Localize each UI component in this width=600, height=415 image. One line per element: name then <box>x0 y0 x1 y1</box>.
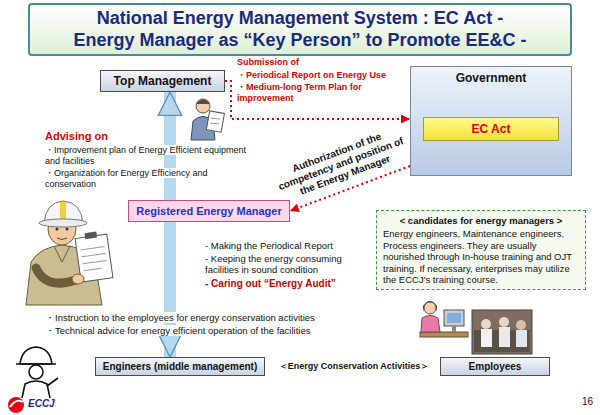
manager-figure <box>196 99 210 113</box>
worker-figure <box>81 247 105 250</box>
process-box: Engineers (middle management) <box>95 357 265 376</box>
worker-icon <box>47 378 58 386</box>
text-group: Submission of ・Periodical Report on Energ… <box>237 57 402 105</box>
office-worker <box>447 313 461 323</box>
manager-figure <box>211 118 220 119</box>
manager-figure <box>191 99 224 140</box>
text-row: ・Organization for Energy Efficiency and … <box>45 168 260 189</box>
note-box: < candidates for energy managers > Energy… <box>376 210 586 290</box>
text-row: Advising on <box>45 130 260 143</box>
workshop-photo <box>481 319 491 329</box>
manager-box: Registered Energy Manager <box>128 200 290 222</box>
text-group: ・Instruction to the employees for energy… <box>45 312 395 338</box>
annotation-text: ・Technical advice for energy efficient o… <box>45 325 310 336</box>
worker-figure <box>66 228 69 231</box>
manager-figure <box>210 123 219 124</box>
edge-label: Submission of <box>237 57 299 67</box>
text-row: ・Technical advice for energy efficient o… <box>45 325 395 336</box>
office-worker <box>421 316 440 333</box>
worker-figure <box>36 268 76 283</box>
worker-figure <box>57 238 67 240</box>
worker-figure <box>82 253 106 256</box>
workshop-photo <box>499 327 510 347</box>
box-heading: EC Act <box>428 122 554 136</box>
process-box: Top Management <box>100 70 225 92</box>
workshop-photo <box>481 329 492 347</box>
process-box: Employees <box>440 357 550 376</box>
box-heading: Registered Energy Manager <box>132 205 286 217</box>
box-heading: < candidates for energy managers > <box>383 215 579 226</box>
office-worker <box>424 302 436 314</box>
manager-figure <box>196 100 210 105</box>
worker-figure <box>26 201 113 305</box>
box-body: Energy engineers, Maintenance engineers,… <box>383 228 579 285</box>
worker-icon <box>20 347 52 364</box>
government-box: Government EC Act <box>410 66 572 176</box>
text-row: - Keeping the energy consuming facilitie… <box>205 253 375 275</box>
manager-figure <box>206 111 224 132</box>
text-group: Advising on ・Improvement plan of Energy E… <box>45 130 260 191</box>
worker-figure <box>83 260 107 263</box>
text-row: 16 <box>555 396 593 408</box>
text-row: ECCJ <box>28 398 88 410</box>
box-heading: Engineers (middle management) <box>100 361 260 372</box>
office-worker <box>420 332 468 337</box>
text-row: - Caring out “Energy Audit” <box>205 278 375 290</box>
eccj-logo <box>8 397 24 413</box>
office-worker <box>444 310 464 326</box>
worker-figure <box>54 246 70 262</box>
text-row: ＜Energy Conservation Activities＞ <box>272 361 436 372</box>
text-row: ・Instruction to the employees for energy… <box>45 312 395 323</box>
text-row: Submission of <box>237 57 402 68</box>
annotation-text: Advising on <box>45 130 108 142</box>
slide-title: National Energy Management System : EC A… <box>28 3 572 56</box>
annotation-text: ECCJ <box>28 398 55 409</box>
worker-figure <box>84 232 97 240</box>
box-heading: Government <box>415 71 567 85</box>
annotation-text: ・Medium-long Term Plan for improvement <box>237 82 362 103</box>
text-group: 16 <box>555 396 593 410</box>
worker-figure <box>56 228 59 231</box>
box-heading: Employees <box>445 361 545 372</box>
workshop-photo <box>472 310 532 354</box>
text-group: - Making the Periodical Report - Keeping … <box>205 240 375 291</box>
text-row: - Making the Periodical Report <box>205 240 375 251</box>
text-row: ・Improvement plan of Energy Efficient eq… <box>45 145 260 166</box>
law-box: EC Act <box>423 117 559 141</box>
annotation-text: - Making the Periodical Report <box>205 240 333 251</box>
annotation-text: ・Instruction to the employees for energy… <box>45 312 315 323</box>
workshop-photo <box>499 317 509 327</box>
eccj-logo <box>8 397 24 413</box>
annotation-text: - Keeping the energy consuming facilitie… <box>205 253 342 275</box>
eccj-logo <box>10 401 23 407</box>
annotation-text: ・Improvement plan of Energy Efficient eq… <box>45 145 246 166</box>
office-worker <box>452 326 456 332</box>
worker-icon <box>22 381 50 398</box>
workshop-photo <box>472 310 532 354</box>
worker-icon <box>29 365 43 379</box>
text-group: ECCJ <box>28 398 88 412</box>
workshop-photo <box>516 320 526 330</box>
office-worker <box>423 301 437 312</box>
box-heading: Top Management <box>105 74 220 88</box>
annotation-text: - Caring out “Energy Audit” <box>205 278 336 289</box>
worker-figure <box>39 219 87 227</box>
worker-figure <box>72 274 84 284</box>
annotation-text: ＜Energy Conservation Activities＞ <box>279 361 430 371</box>
office-worker <box>420 301 468 337</box>
worker-figure <box>84 268 102 271</box>
annotation-text: ・Periodical Report on Energy Use <box>237 70 386 80</box>
text-group: ＜Energy Conservation Activities＞ <box>272 361 436 374</box>
edge-label: Authorization of the competency and posi… <box>270 123 412 205</box>
annotation-text: 16 <box>582 396 593 407</box>
annotation-text: ・Organization for Energy Efficiency and … <box>45 168 207 189</box>
dotted-arrow <box>225 81 410 119</box>
workshop-photo <box>516 330 527 347</box>
worker-icon <box>16 347 58 398</box>
text-row: ・Medium-long Term Plan for improvement <box>237 82 402 103</box>
text-row: ・Periodical Report on Energy Use <box>237 70 402 81</box>
